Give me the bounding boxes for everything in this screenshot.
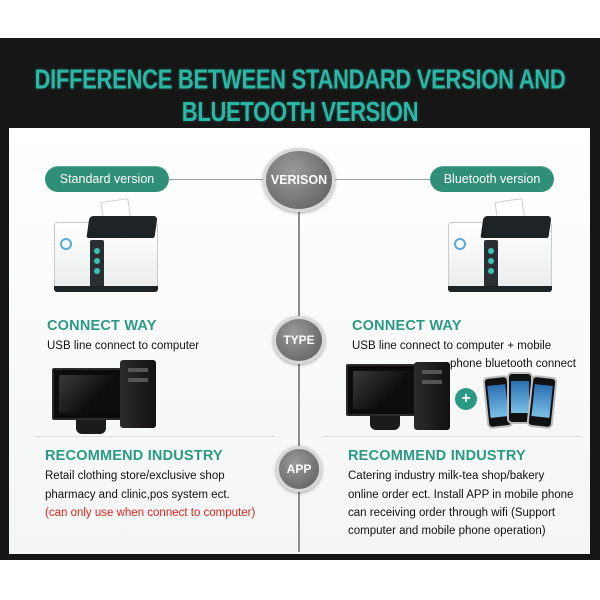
phone-icon	[526, 374, 558, 430]
app-circle: APP	[276, 446, 322, 492]
printer-lid	[480, 216, 552, 238]
monitor-stand	[370, 416, 400, 430]
bluetooth-version-pill: Bluetooth version	[430, 166, 554, 192]
right-industry-heading: RECOMMEND INDUSTRY	[348, 448, 526, 464]
right-connect-heading: CONNECT WAY	[352, 318, 462, 334]
right-industry-line1: Catering industry milk-tea shop/bakery	[348, 470, 545, 482]
left-connect-text: USB line connect to computer	[47, 340, 200, 352]
computer-tower-icon	[414, 362, 450, 430]
standard-printer-image	[50, 198, 158, 292]
right-industry-line4: computer and mobile phone operation)	[348, 525, 546, 537]
computer-monitor-icon	[52, 368, 130, 420]
left-industry-heading: RECOMMEND INDUSTRY	[45, 448, 223, 464]
printer-logo-icon	[454, 238, 466, 250]
page-title: DIFFERENCE BETWEEN STANDARD VERSION AND …	[34, 63, 566, 128]
computer-tower-icon	[120, 360, 156, 428]
version-circle: VERISON	[263, 148, 335, 212]
right-connect-text-line2: phone bluetooth connect	[450, 358, 576, 370]
printer-lights	[488, 248, 494, 278]
center-divider	[298, 200, 300, 552]
right-connect-text-line1: USB line connect to computer + mobile	[352, 340, 552, 352]
left-connect-heading: CONNECT WAY	[47, 318, 157, 334]
computer-monitor-icon	[346, 364, 424, 416]
right-connector-line	[335, 179, 430, 180]
printer-base	[448, 286, 552, 292]
standard-version-pill: Standard version	[45, 166, 169, 192]
left-section-divider	[35, 436, 275, 437]
left-industry-note: (can only use when connect to computer)	[45, 507, 256, 519]
left-industry-line2: pharmacy and clinic,pos system ect.	[45, 489, 230, 501]
right-section-divider	[322, 436, 582, 437]
right-industry-line3: can receiving order through wifi (Suppor…	[348, 507, 556, 519]
printer-lights	[94, 248, 100, 278]
printer-panel	[484, 240, 498, 290]
printer-panel	[90, 240, 104, 290]
left-connector-line	[169, 179, 265, 180]
left-industry-line1: Retail clothing store/exclusive shop	[45, 470, 225, 482]
bluetooth-printer-image	[444, 198, 552, 292]
printer-lid	[86, 216, 158, 238]
type-circle: TYPE	[273, 316, 325, 364]
monitor-stand	[76, 420, 106, 434]
plus-icon: +	[455, 388, 477, 410]
printer-logo-icon	[60, 238, 72, 250]
printer-base	[54, 286, 158, 292]
right-industry-line2: online order ect. Install APP in mobile …	[348, 489, 574, 501]
